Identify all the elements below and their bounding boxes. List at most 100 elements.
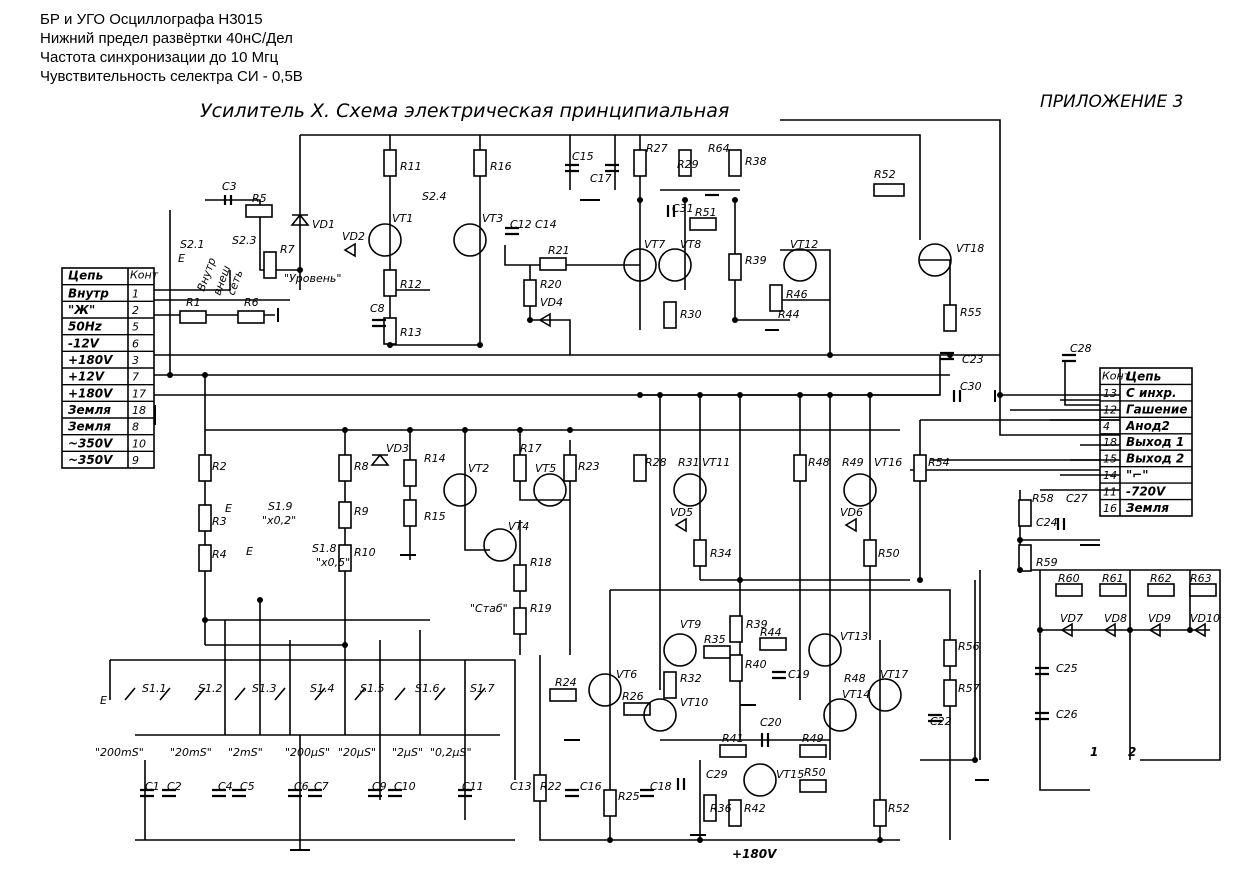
label-c6: C6 [294, 780, 309, 793]
left-table-pin: 10 [132, 437, 146, 450]
label-r11: R11 [400, 160, 422, 173]
junction-dot [387, 342, 393, 348]
annotation-e-switch: E [100, 694, 107, 707]
label-vt5: VT5 [535, 462, 556, 475]
right-table-header-net: Цепь [1126, 369, 1161, 383]
annotation-supply: +180V [732, 847, 778, 861]
junction-dot [637, 197, 643, 203]
left-table-net: ~350V [68, 453, 114, 467]
junction-dot [1127, 627, 1133, 633]
pos-02us: "0,2μS" [430, 746, 472, 759]
transistor-symbols [368, 223, 952, 797]
label-s2-1: S2.1 [180, 238, 204, 251]
label-r56: R56 [958, 640, 980, 653]
junction-dot [167, 372, 173, 378]
right-table-pin: 16 [1103, 502, 1117, 515]
label-c18: C18 [650, 780, 672, 793]
header-text-block: БР и УГО Осциллографа Н3015 Нижний преде… [40, 10, 303, 86]
label-r60: R60 [1058, 572, 1080, 585]
label-vt17: VT17 [880, 668, 908, 681]
label-s1-5: S1.5 [360, 682, 384, 695]
left-table-net: Земля [68, 420, 111, 434]
label-c13: C13 [510, 780, 532, 793]
junction-dot [867, 392, 873, 398]
label-r55: R55 [960, 306, 982, 319]
junction-dot [462, 427, 468, 433]
label-r53: R51 [695, 206, 717, 219]
label-r4: R4 [212, 548, 227, 561]
pos-2us: "2μS" [392, 746, 423, 759]
junction-dot [1017, 537, 1023, 543]
label-c11: C11 [462, 780, 484, 793]
label-c10: C10 [394, 780, 416, 793]
appendix-label: ПРИЛОЖЕНИЕ 3 [1040, 92, 1183, 112]
pos-2ms: "2mS" [228, 746, 263, 759]
label-r37: R38 [745, 155, 767, 168]
label-r21: R21 [548, 244, 570, 257]
label-vt9: VT9 [680, 618, 701, 631]
label-c23: C23 [962, 353, 984, 366]
label-r36: R36 [710, 802, 732, 815]
label-r53b: R52 [888, 802, 910, 815]
left-table-net: Внутр [68, 286, 109, 300]
label-vt3: VT3 [482, 212, 503, 225]
junction-dot [697, 837, 703, 843]
label-vd2: VD2 [342, 230, 365, 243]
label-vt7: VT7 [644, 238, 665, 251]
label-r10: R10 [354, 546, 376, 559]
left-table-pin: 18 [132, 404, 146, 417]
label-c3: C3 [222, 180, 237, 193]
label-r63: R63 [1190, 572, 1212, 585]
label-c22: C22 [930, 715, 952, 728]
junction-dot [342, 427, 348, 433]
label-vd8: VD8 [1104, 612, 1127, 625]
label-r46: R48 [808, 456, 830, 469]
right-table-pin: 4 [1103, 420, 1110, 433]
pos-200us: "200μS" [285, 746, 330, 759]
left-table-net: +12V [68, 370, 106, 384]
label-r29: R29 [677, 158, 699, 171]
label-r15: R15 [424, 510, 446, 523]
junction-dot [527, 317, 533, 323]
label-c31: C31 [672, 202, 694, 215]
label-vd9: VD9 [1148, 612, 1171, 625]
junction-dot [827, 352, 833, 358]
label-r49: R49 [802, 732, 824, 745]
label-vd1: VD1 [312, 218, 335, 231]
junction-dot [732, 317, 738, 323]
junction-dot [477, 342, 483, 348]
label-r24: R24 [555, 676, 577, 689]
label-c16: C16 [580, 780, 602, 793]
label-c9: C9 [372, 780, 387, 793]
junction-dot [737, 392, 743, 398]
label-vt4: VT4 [508, 520, 529, 533]
label-s1-6: S1.6 [415, 682, 439, 695]
annotation-x02: "x0,2" [262, 514, 296, 527]
junction-dot [342, 642, 348, 648]
right-table-net: Гашение [1126, 402, 1187, 416]
label-r40: R40 [745, 658, 767, 671]
diagram-title: Усилитель X. Схема электрическая принцип… [200, 100, 729, 122]
label-s1-7: S1.7 [470, 682, 494, 695]
junction-dot [827, 392, 833, 398]
label-r12: R12 [400, 278, 422, 291]
component-labels: R11 R16 R27 R29 R64 R38 R52 R5 R7 R12 R1… [95, 142, 1220, 861]
left-table-net: 50Hz [68, 320, 103, 334]
right-table-pin: 11 [1103, 486, 1117, 499]
junction-dot [917, 577, 923, 583]
label-c26: C26 [1056, 708, 1078, 721]
right-table-pin: 13 [1103, 387, 1117, 400]
label-r54: R54 [928, 456, 950, 469]
label-r5: R5 [252, 192, 267, 205]
annotation-stab: "Стаб" [470, 602, 508, 615]
junction-dot [732, 197, 738, 203]
label-r20: R20 [540, 278, 562, 291]
label-c29: C29 [706, 768, 728, 781]
label-c15: C15 [572, 150, 594, 163]
label-r2: R2 [212, 460, 227, 473]
resistor-bodies [179, 149, 1217, 827]
right-table-net: Выход 1 [1126, 435, 1184, 449]
